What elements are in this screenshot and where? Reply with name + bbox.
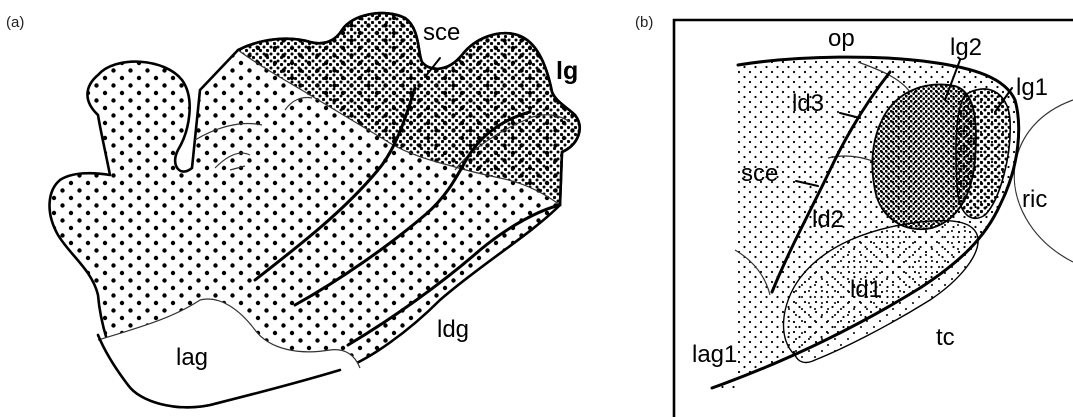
label-ld2: ld2	[812, 206, 844, 233]
label-op: op	[828, 25, 855, 52]
panel-a: (a) sce lg lag ldg	[6, 13, 580, 408]
label-lg: lg	[556, 57, 578, 85]
label-ldg: ldg	[437, 316, 469, 343]
label-sce: sce	[423, 19, 460, 46]
label-lg2: lg2	[950, 34, 982, 61]
label-ric: ric	[1022, 186, 1047, 213]
label-sce-b: sce	[741, 160, 778, 187]
panel-a-tag: (a)	[6, 14, 24, 31]
label-lag: lag	[176, 344, 208, 371]
label-lg1: lg1	[1016, 74, 1048, 101]
label-ld1: ld1	[850, 276, 882, 303]
panel-b: (b) op lg2	[635, 14, 1073, 417]
label-ld3: ld3	[792, 90, 824, 117]
label-tc: tc	[936, 324, 955, 351]
label-lag1: lag1	[692, 341, 737, 368]
panel-b-tag: (b)	[635, 14, 653, 31]
